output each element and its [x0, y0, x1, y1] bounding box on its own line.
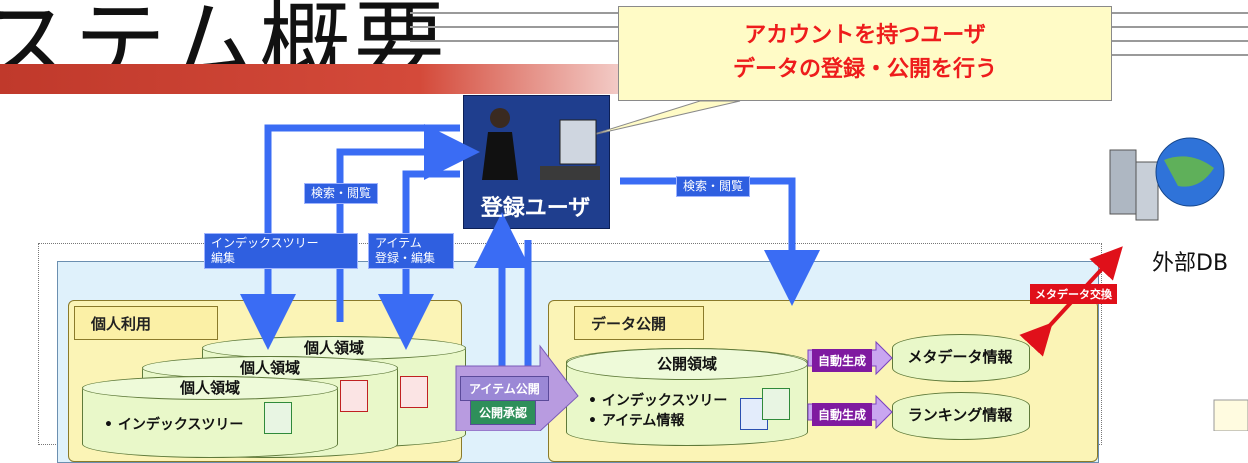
registered-user-label: 登録ユーザ [480, 196, 591, 221]
pdf-file-icon [340, 380, 368, 412]
arrow-item-edit [378, 170, 460, 350]
pdf-file-icon-2 [400, 376, 428, 408]
publish-approval-label: 公開承認 [470, 400, 537, 425]
label-index-edit-line1: インデックスツリー [211, 236, 319, 250]
meta-info-cylinder [892, 334, 1030, 382]
label-search-public: 検索・閲覧 [676, 176, 751, 197]
auto-gen-label-1: 自動生成 [812, 349, 873, 372]
personal-tab: 個人利用 [74, 306, 218, 340]
callout-line-2: データの登録・公開を行う [732, 57, 997, 82]
meta-exchange-label: メタデータ交換 [1030, 284, 1117, 304]
excel-file-icon-2 [762, 388, 790, 420]
label-item-edit: アイテム 登録・編集 [368, 233, 454, 269]
label-item-edit-line1: アイテム [375, 236, 422, 250]
label-search-personal: 検索・閲覧 [304, 183, 379, 204]
side-box [1213, 399, 1248, 431]
item-publish-label: アイテム公開 [460, 376, 549, 401]
ranking-info-label: ランキング情報 [907, 406, 1013, 424]
label-item-edit-line2: 登録・編集 [375, 251, 436, 265]
callout-line-1: アカウントを持つユーザ [744, 23, 986, 48]
public-tab: データ公開 [574, 306, 704, 340]
external-db-label: 外部DB [1152, 251, 1229, 276]
label-index-edit-line2: 編集 [211, 251, 236, 265]
public-area-label: 公開領域 [566, 348, 808, 380]
user-figure-icon [482, 108, 600, 180]
callout-pointer [587, 100, 741, 137]
auto-gen-label-2: 自動生成 [812, 403, 873, 426]
header-rule-4 [1110, 54, 1248, 56]
callout-box: アカウントを持つユーザ データの登録・公開を行う [618, 6, 1112, 101]
server-globe-icon [1109, 137, 1225, 221]
personal-area-label-3: 個人領域 [82, 376, 338, 400]
public-bullet-item-info: • アイテム情報 [588, 413, 685, 429]
arrow-index-edit [240, 124, 460, 350]
public-bullet-index-tree: • インデックスツリー [588, 393, 728, 409]
meta-info-label: メタデータ情報 [907, 348, 1013, 366]
header-red-band [0, 64, 700, 94]
personal-bullet-index-tree: • インデックスツリー [104, 417, 244, 433]
label-index-edit: インデックスツリー 編集 [204, 233, 358, 269]
